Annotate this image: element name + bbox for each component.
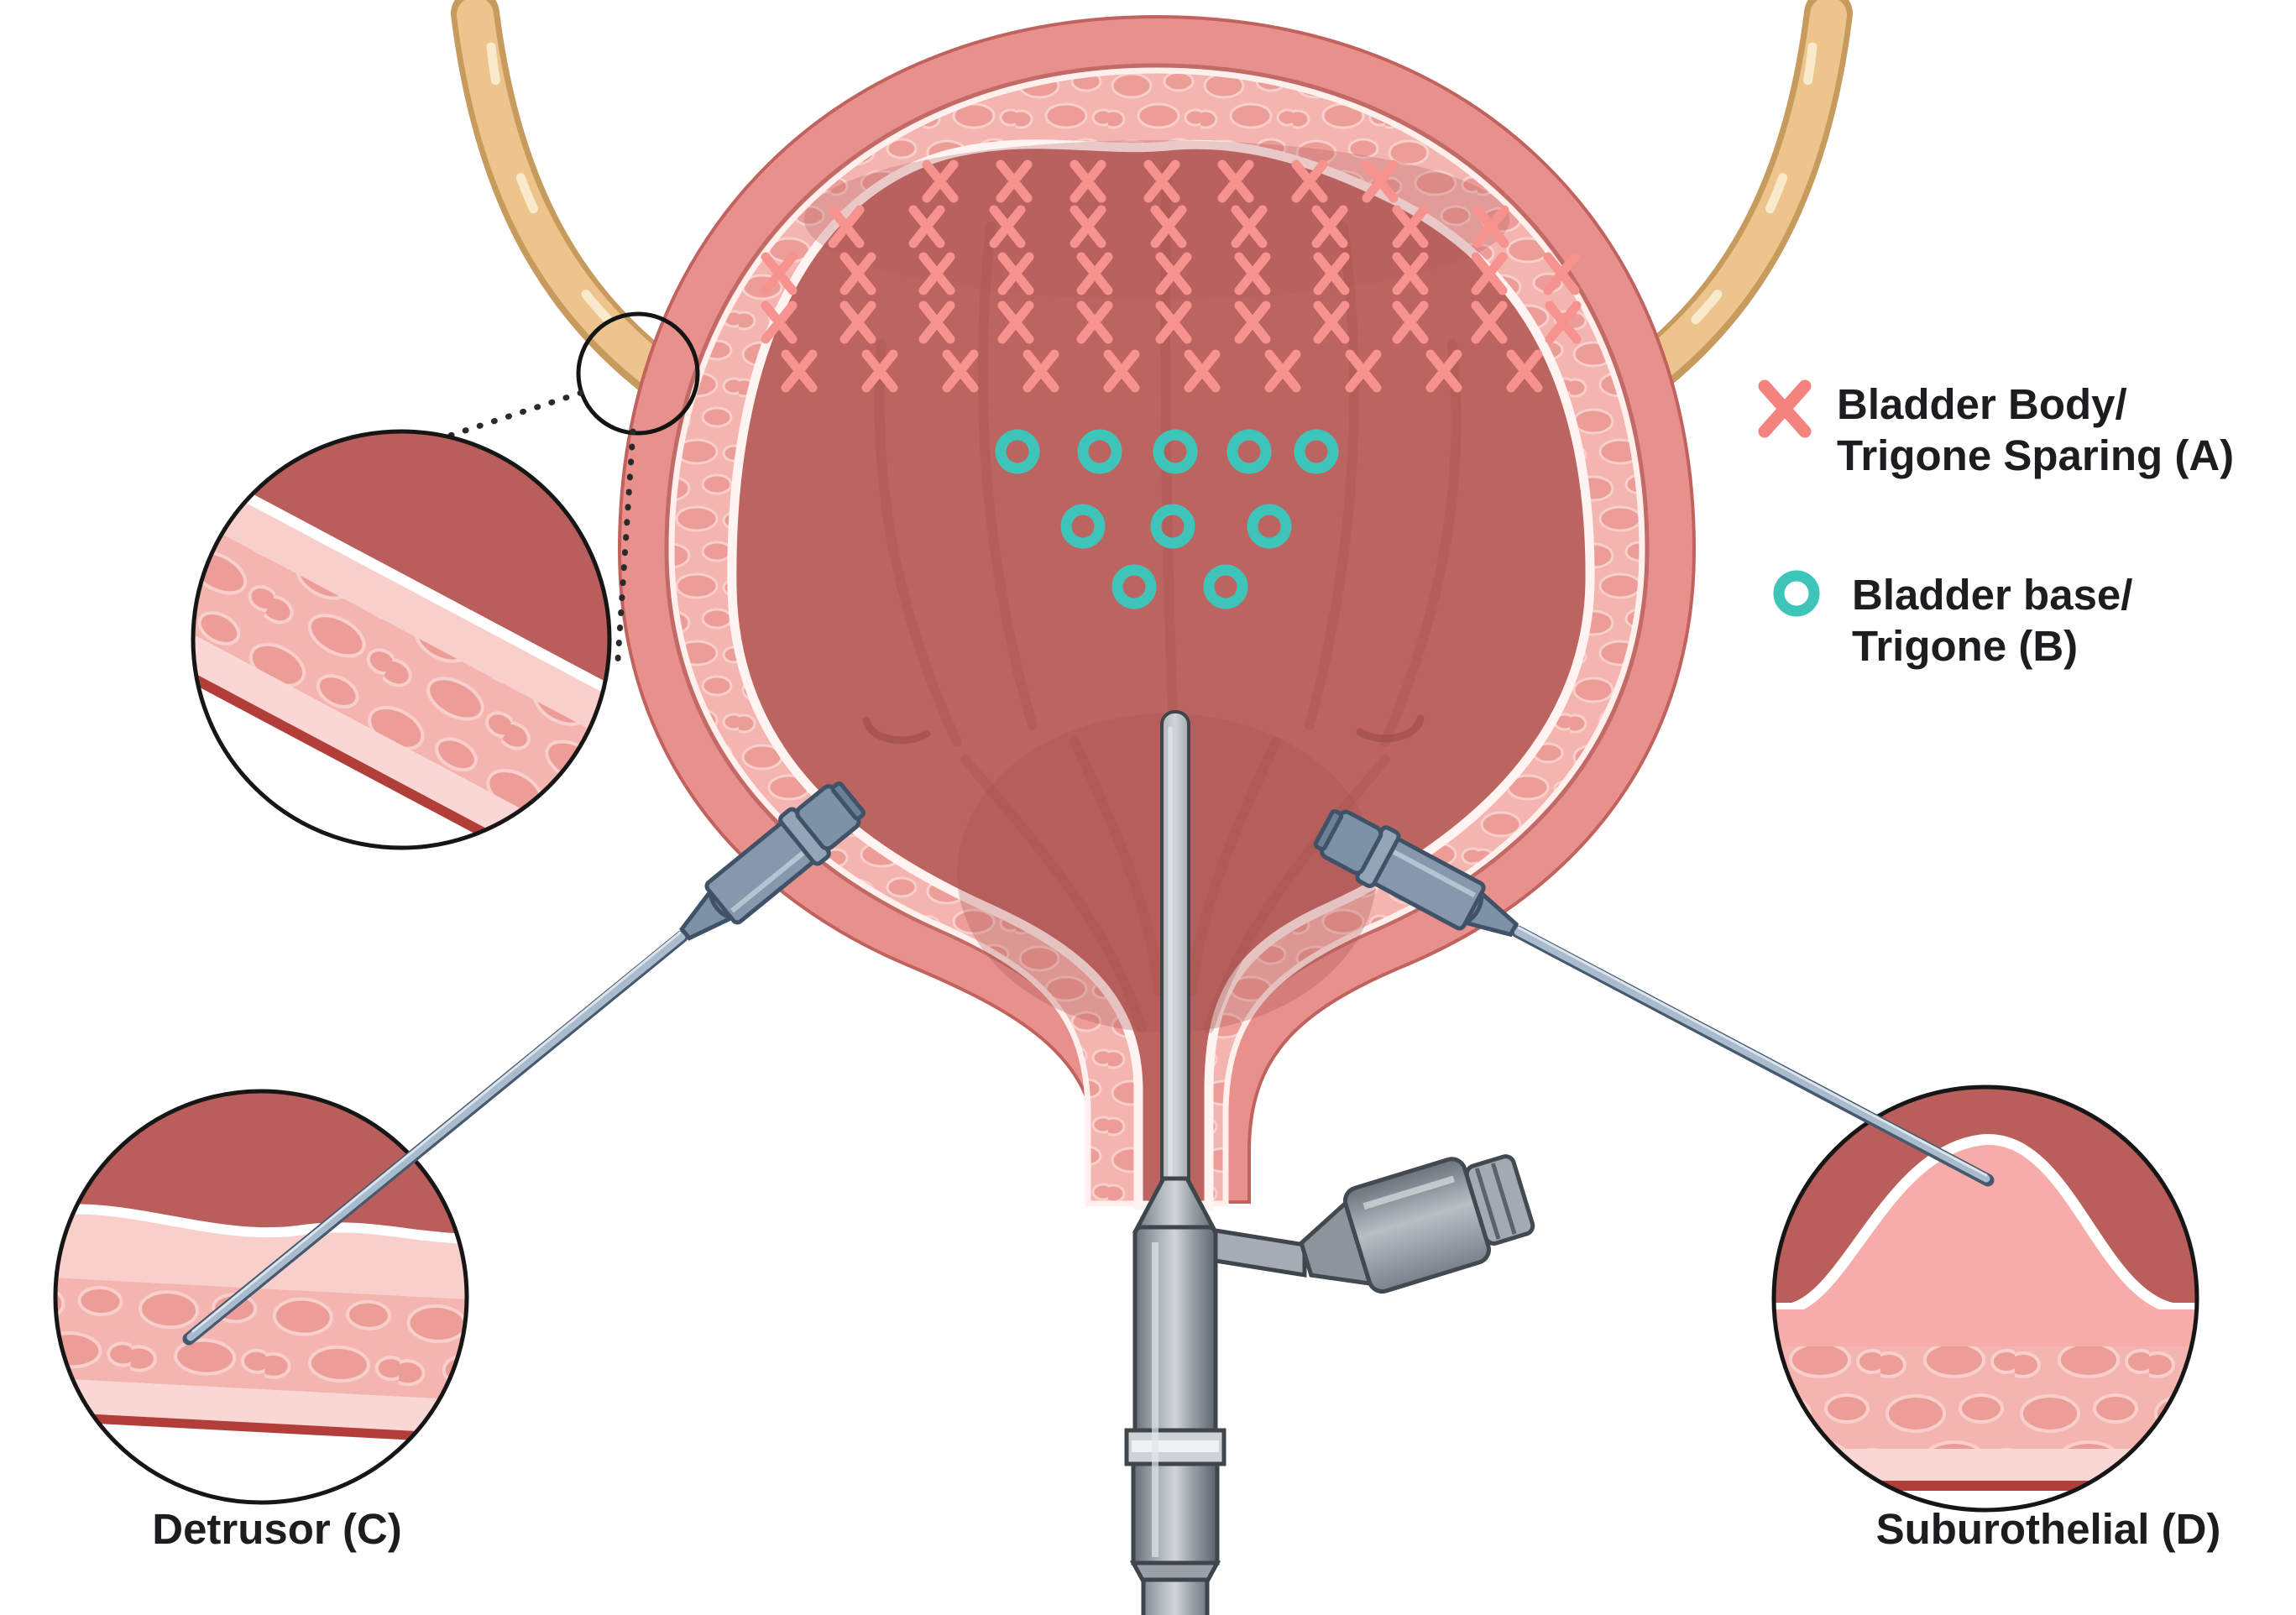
legend-bladder-base-line2: Trigone (B)	[1852, 622, 2079, 670]
legend-item-bladder-body: Bladder Body/ Trigone Sparing (A)	[1837, 379, 2234, 481]
x-injection-site	[861, 349, 898, 393]
x-injection-site	[1184, 349, 1221, 393]
x-injection-site	[1345, 349, 1382, 393]
x-injection-site	[828, 205, 865, 248]
x-injection-site	[1076, 252, 1113, 295]
inset1-urothelium	[193, 456, 609, 775]
needle-right-hub	[1313, 808, 1519, 938]
x-injection-site	[761, 252, 798, 295]
o-injection-site	[1150, 504, 1195, 549]
x-injection-site	[1392, 205, 1429, 248]
inset2-muscle	[55, 1276, 467, 1402]
inset3-suburothelial-layer	[1774, 1309, 2197, 1346]
label-suburothelial: Suburothelial (D)	[1875, 1505, 2221, 1553]
x-injection-site	[1155, 301, 1192, 344]
legend-item-bladder-base: Bladder base/ Trigone (B)	[1852, 569, 2132, 672]
needle-right	[1313, 808, 1995, 1187]
x-injection-site	[1392, 301, 1429, 344]
x-injection-site	[1155, 252, 1192, 295]
zoom-annotation-circle	[576, 311, 700, 436]
cystoscope-port-connector	[1299, 1154, 1535, 1294]
lumen-crease-marks	[862, 714, 1425, 745]
x-injection-site	[922, 159, 959, 203]
x-injection-site	[839, 252, 876, 295]
injection-o-marks	[995, 429, 1339, 609]
o-injection-site	[1247, 504, 1292, 549]
cystoscope-lower-body	[1131, 1461, 1220, 1565]
x-injection-site	[989, 205, 1026, 248]
x-injection-site	[1070, 159, 1106, 203]
x-injection-site	[1291, 159, 1328, 203]
x-injection-site	[1150, 205, 1187, 248]
inset1-muscle	[193, 490, 609, 848]
cystoscope-eyepiece	[1141, 1577, 1210, 1615]
cystoscope	[1124, 710, 1535, 1615]
x-injection-site	[839, 301, 876, 344]
x-injection-site	[1313, 301, 1350, 344]
inset-suburothelial	[1771, 1085, 2199, 1513]
x-injection-site	[1545, 301, 1582, 344]
x-injection-site	[1076, 301, 1113, 344]
x-injection-site	[918, 252, 955, 295]
o-injection-site	[1077, 429, 1122, 474]
legend-bladder-base-line1: Bladder base/	[1852, 571, 2133, 619]
x-injection-site	[1543, 252, 1580, 295]
x-injection-site	[1471, 301, 1508, 344]
x-injection-site	[1022, 349, 1059, 393]
x-injection-site	[1070, 205, 1106, 248]
cystoscope-shaft	[1160, 710, 1190, 1194]
x-injection-site	[1313, 252, 1350, 295]
x-injection-site	[1392, 252, 1429, 295]
legend-bladder-body-line1: Bladder Body/	[1837, 380, 2127, 428]
needle-left-hub	[679, 781, 866, 941]
x-injection-site	[1217, 159, 1254, 203]
x-injection-site	[1231, 205, 1268, 248]
legend-x-icon	[1758, 379, 1812, 438]
o-injection-site	[1060, 504, 1106, 549]
inset3-muscle	[1774, 1346, 2197, 1449]
x-injection-site	[1362, 159, 1399, 203]
o-injection-site	[995, 429, 1040, 474]
lumen-folds	[874, 163, 1462, 1033]
x-injection-site	[781, 349, 818, 393]
legend-o-icon	[1773, 570, 1820, 617]
legend-symbols	[1758, 379, 1820, 617]
x-injection-site	[997, 252, 1034, 295]
x-injection-site	[997, 301, 1034, 344]
o-injection-site	[1294, 429, 1339, 474]
legend-bladder-body-line2: Trigone Sparing (A)	[1837, 431, 2235, 479]
x-injection-site	[1311, 205, 1348, 248]
ureter-left	[451, 0, 714, 422]
x-injection-site	[1103, 349, 1140, 393]
needle-left	[182, 781, 866, 1346]
injection-x-marks	[761, 159, 1582, 393]
x-injection-site	[1143, 159, 1180, 203]
x-injection-site	[761, 301, 798, 344]
label-detrusor: Detrusor (C)	[152, 1505, 402, 1553]
lumen-shading-top	[804, 140, 1509, 300]
x-injection-site	[942, 349, 979, 393]
x-injection-site	[1264, 349, 1301, 393]
inset-detrusor	[53, 1089, 469, 1505]
x-injection-site	[1234, 252, 1271, 295]
o-injection-site	[1226, 429, 1272, 474]
o-injection-site	[1203, 564, 1248, 609]
inset3-bleb	[1786, 1139, 2179, 1309]
inset1-serosa-line	[193, 610, 609, 848]
x-injection-site	[908, 205, 945, 248]
x-injection-site	[1234, 301, 1271, 344]
cystoscope-body	[1132, 1225, 1218, 1436]
o-injection-site	[1153, 429, 1198, 474]
x-injection-site	[1472, 205, 1509, 248]
x-injection-site	[1471, 252, 1508, 295]
x-injection-site	[996, 159, 1033, 203]
cystoscope-side-arm	[1213, 1228, 1307, 1278]
o-injection-site	[1111, 564, 1157, 609]
x-injection-site	[918, 301, 955, 344]
x-injection-site	[1506, 349, 1543, 393]
x-injection-site	[1425, 349, 1462, 393]
